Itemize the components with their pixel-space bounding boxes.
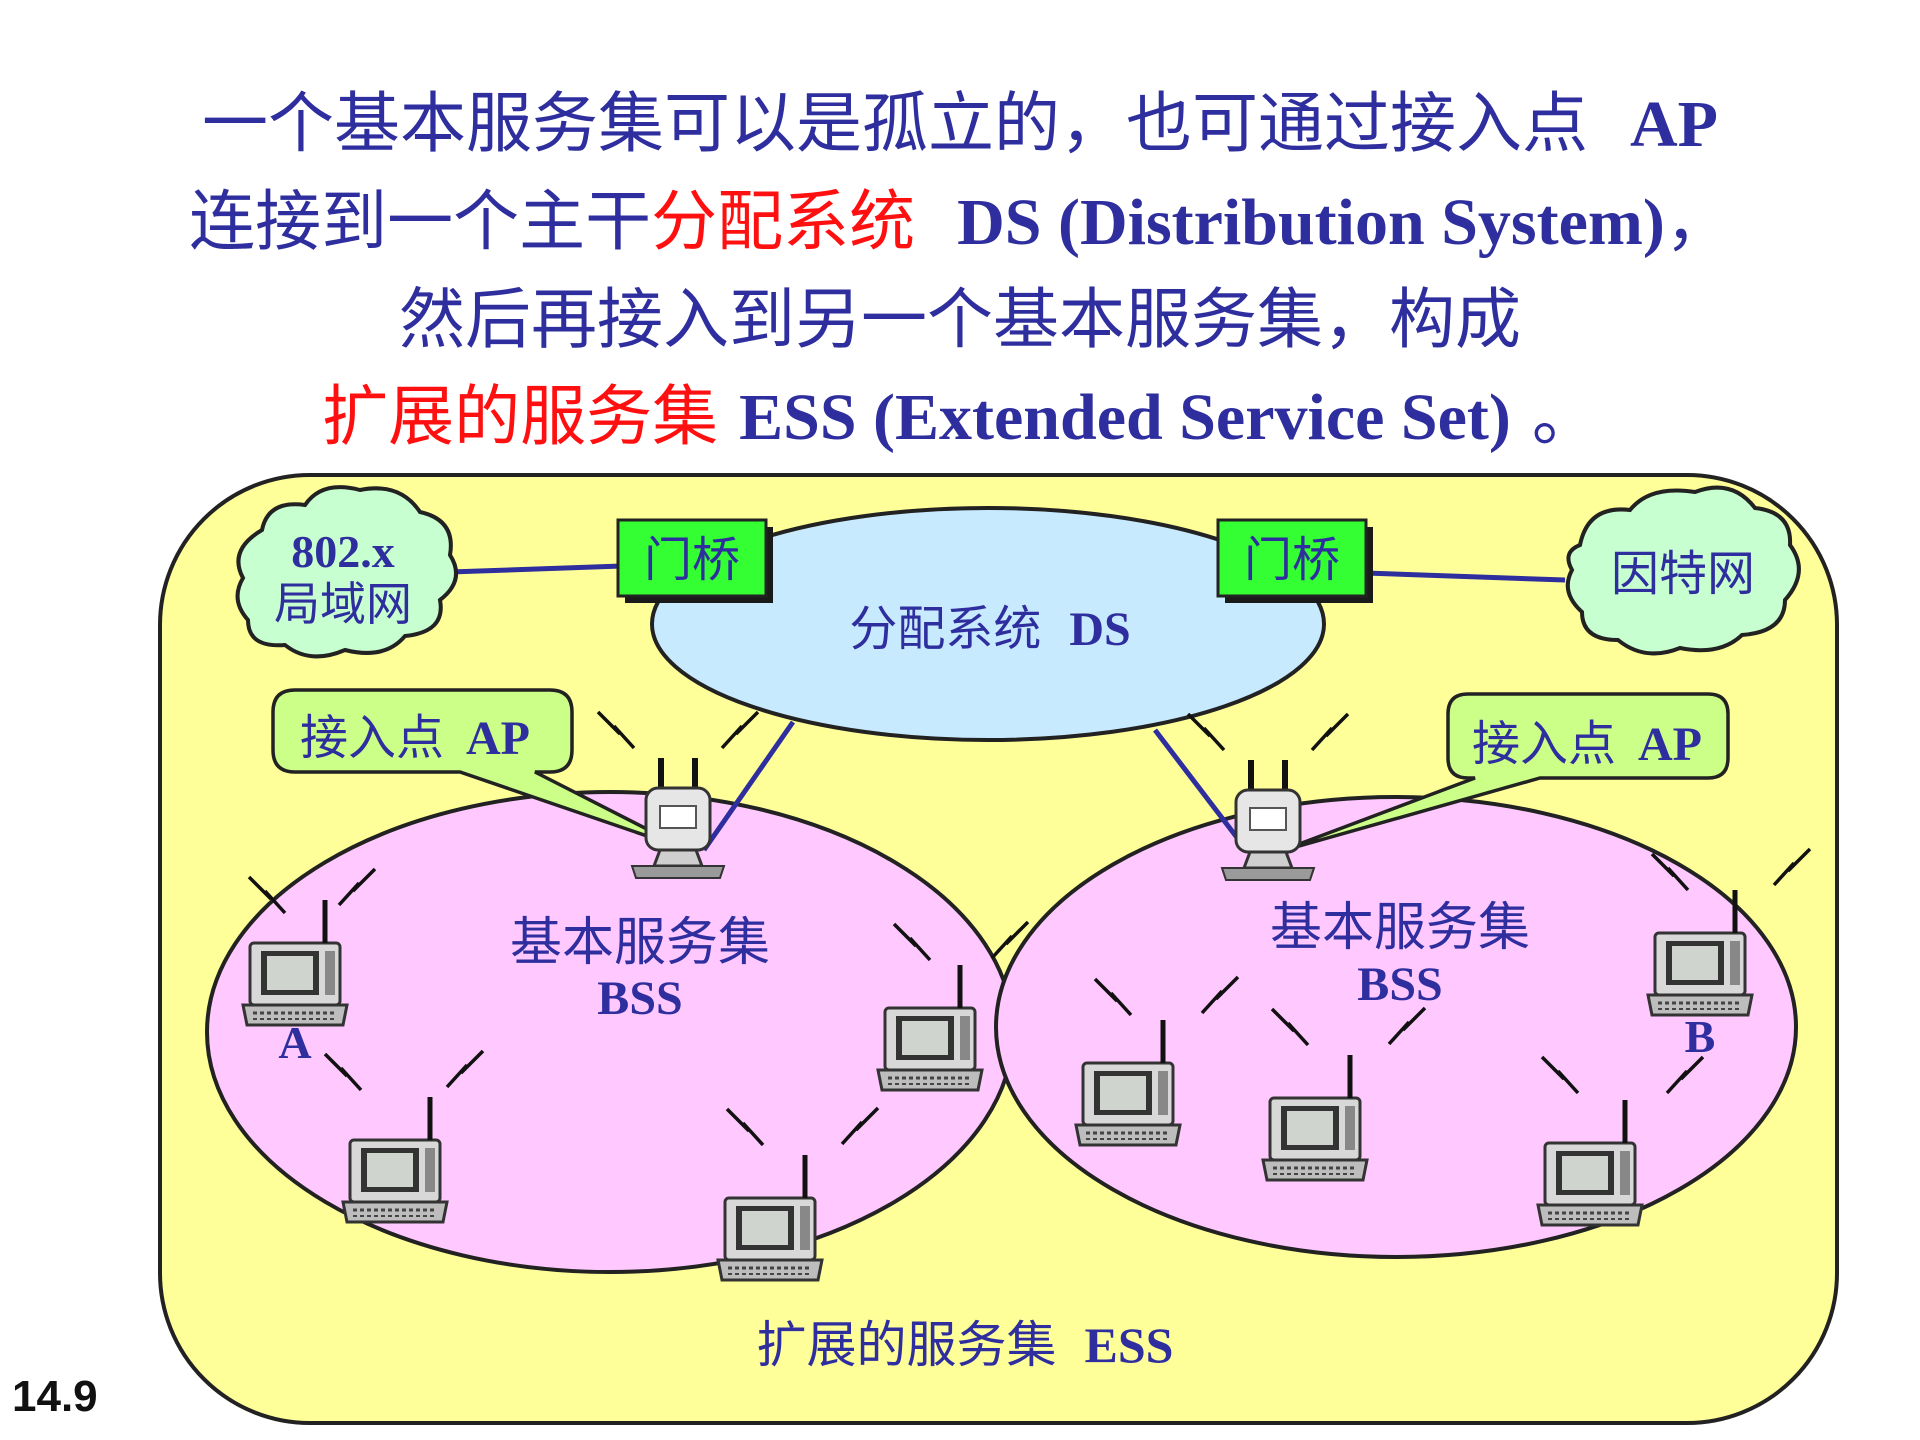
- station-a-label: A: [278, 1017, 311, 1068]
- bss-right-area: [994, 795, 1798, 1259]
- ap-callout-right: 接入点 AP: [1277, 692, 1730, 854]
- ap-callout-left-abbr: AP: [466, 712, 530, 765]
- station-a-laptop: [241, 867, 377, 1027]
- internet-cloud-label: 因特网: [1611, 546, 1755, 602]
- heading-line-1-ap: AP: [1629, 88, 1718, 161]
- ess-label-text: 扩展的服务集: [757, 1316, 1057, 1374]
- ess-label: 扩展的服务集 ESS: [757, 1316, 1174, 1374]
- heading-line-4-punct: 。: [1531, 378, 1598, 455]
- heading-line-4-highlight: 扩展的服务集: [322, 378, 719, 455]
- ds-ellipse: [650, 506, 1326, 742]
- heading-line-4-ess: ESS (Extended Service Set): [739, 381, 1511, 454]
- heading-line-2-punct: ，: [1664, 183, 1731, 260]
- ds-label: 分配系统 DS: [849, 601, 1130, 657]
- internet-cloud: 因特网: [1565, 485, 1801, 656]
- heading-line-1-text: 一个基本服务集可以是孤立的，也可通过接入点: [202, 85, 1589, 162]
- ap-callout-left: 接入点 AP: [271, 688, 689, 852]
- laptop-left-4: [716, 1106, 880, 1282]
- portal-left: 门桥: [616, 518, 773, 603]
- lan-cloud-line2: 局域网: [274, 577, 412, 631]
- ap-callout-right-text: 接入点 AP: [1472, 716, 1702, 772]
- heading-line-2-highlight: 分配系统: [651, 183, 916, 260]
- ap-callout-right-abbr: AP: [1638, 718, 1702, 771]
- heading: 一个基本服务集可以是孤立的，也可通过接入点 AP 连接到一个主干分配系统 DS …: [0, 75, 1920, 466]
- portal-to-internet-link: [1364, 570, 1566, 583]
- ds-label-abbr: DS: [1069, 603, 1130, 656]
- laptop-left-3: [876, 920, 1030, 1092]
- laptop-right-4: [1536, 1055, 1705, 1227]
- bss-right-label: 基本服务集: [1270, 898, 1530, 958]
- laptop-right-2: [1261, 1006, 1427, 1182]
- portal-right-label: 门桥: [1244, 532, 1340, 588]
- bss-left-abbr: BSS: [597, 972, 682, 1025]
- lan-to-portal-link: [449, 563, 623, 575]
- heading-line-4: 扩展的服务集 ESS (Extended Service Set) 。: [0, 368, 1920, 466]
- heading-line-2-ds: DS (Distribution System): [957, 186, 1665, 259]
- lan-cloud-line1: 802.x: [291, 526, 395, 577]
- portal-right: 门桥: [1216, 518, 1373, 603]
- lan-cloud: 802.x 局域网: [235, 485, 459, 659]
- station-b-label: B: [1685, 1011, 1716, 1062]
- laptop-left-2: [323, 1049, 485, 1224]
- heading-line-2-text: 连接到一个主干: [189, 183, 652, 260]
- ds-to-ap-right-link: [1153, 728, 1250, 854]
- ap-callout-left-text: 接入点 AP: [300, 710, 530, 766]
- ds-to-ap-left-link: [701, 720, 796, 852]
- ap-callout-left-label: 接入点: [300, 710, 444, 766]
- ds-label-text: 分配系统: [849, 601, 1041, 657]
- ess-label-abbr: ESS: [1085, 1317, 1174, 1373]
- station-b-laptop: [1646, 847, 1812, 1017]
- heading-line-3-text: 然后再接入到另一个基本服务集，构成: [399, 281, 1521, 358]
- heading-line-3: 然后再接入到另一个基本服务集，构成: [0, 271, 1920, 368]
- bss-right-abbr: BSS: [1357, 958, 1442, 1011]
- portal-left-label: 门桥: [644, 532, 740, 588]
- ap-callout-right-label: 接入点: [1472, 716, 1616, 772]
- heading-line-2: 连接到一个主干分配系统 DS (Distribution System)，: [0, 173, 1920, 271]
- laptop-right-1: [1074, 975, 1240, 1147]
- heading-line-1: 一个基本服务集可以是孤立的，也可通过接入点 AP: [0, 75, 1920, 173]
- bss-left-label: 基本服务集: [510, 913, 770, 973]
- slide-number: 14.9: [12, 1372, 98, 1421]
